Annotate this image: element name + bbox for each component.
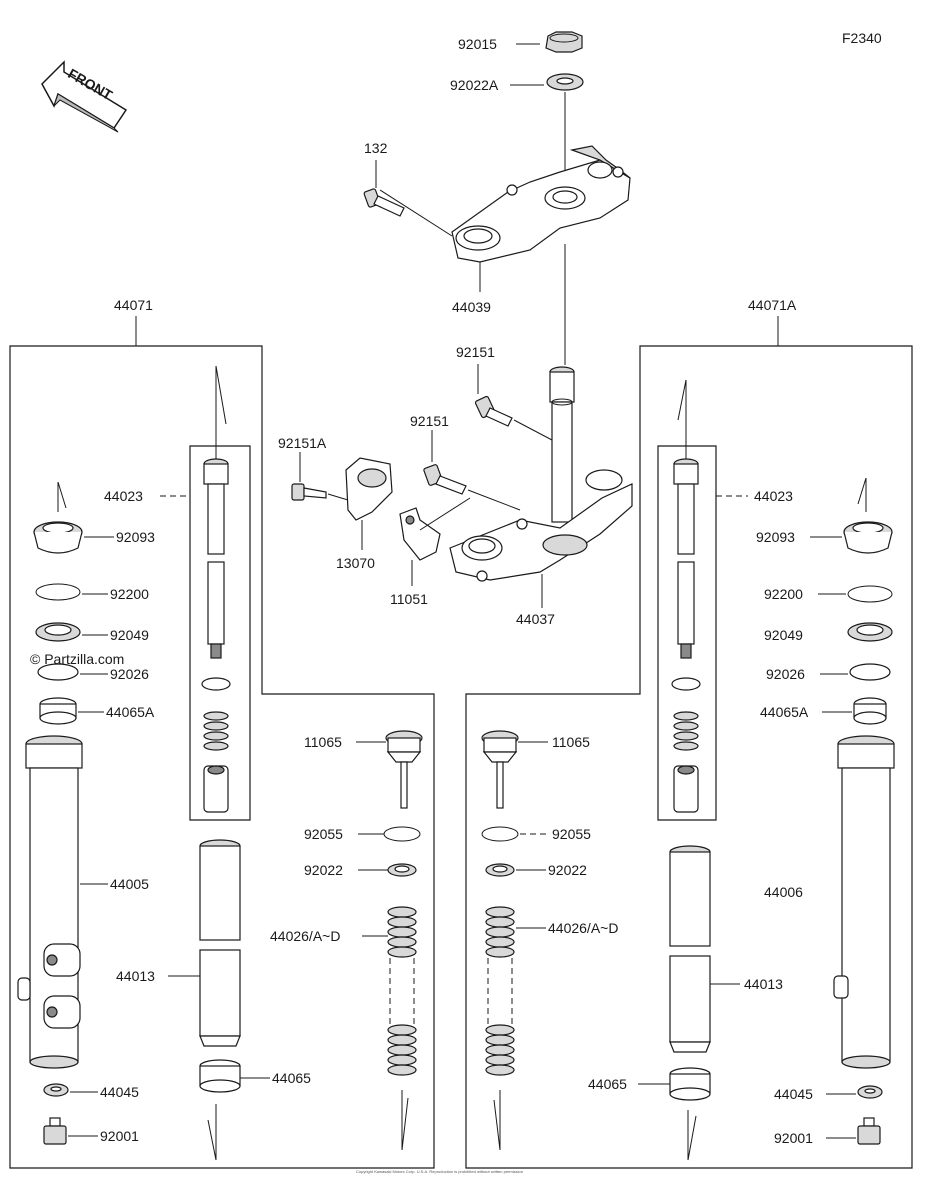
oil-seal-92049-right [847,622,893,642]
label-92151-top: 92151 [456,344,495,360]
left-fork-box [9,345,435,1169]
label-44026-left: 44026/A~D [270,928,340,944]
label-44045-left: 44045 [100,1084,139,1100]
outer-tube-44006 [833,735,895,1069]
label-92015: 92015 [458,36,497,52]
label-44013-left: 44013 [116,968,155,984]
fork-cap-11065-right [481,730,519,809]
outer-tube-44005 [17,735,83,1069]
label-44065A-right: 44065A [760,704,809,720]
o-ring-92055-left [383,826,421,842]
bolt-92151-mid [423,464,467,495]
washer-92022-right [485,863,515,877]
washer-44045-right [857,1085,883,1099]
washer-92022-left [387,863,417,877]
washer-44045-left [43,1083,69,1097]
bushing-44065-left [199,1059,241,1093]
label-92022-left: 92022 [304,862,343,878]
upper-triple-clamp-44039 [451,145,631,263]
left-cartridge-box [189,445,251,821]
label-132: 132 [364,140,388,156]
snap-ring-92200-right [847,585,893,603]
footer-copyright: Copyright Kawasaki Motors Corp. U.S.A. R… [356,1169,523,1174]
label-44026-right: 44026/A~D [548,920,618,936]
bolt-92151-top [474,395,513,427]
right-cartridge-box [657,445,717,821]
label-11065-right: 11065 [552,734,590,750]
damper-rod-left [203,458,229,659]
label-92151-mid: 92151 [410,413,449,429]
bushing-44065A-right [853,697,887,725]
piston-left [203,765,229,813]
label-92049-right: 92049 [764,627,803,643]
inner-tube-44013-right [669,845,711,1053]
watermark: © Partzilla.com [30,651,124,667]
label-92022-right: 92022 [548,862,587,878]
label-44071: 44071 [114,297,153,313]
label-92049-left: 92049 [110,627,149,643]
label-44023-right: 44023 [754,488,793,504]
label-44065-left: 44065 [272,1070,311,1086]
lower-triple-clamp-44037 [449,469,633,582]
snap-ring-92200-left [35,583,81,601]
damper-rod-right [673,458,699,659]
label-92151A: 92151A [278,435,327,451]
label-11051: 11051 [390,591,428,607]
washer-92026-right [849,663,891,681]
inner-tube-44013-left [199,839,241,1047]
bushing-44065-right [669,1067,711,1101]
label-92001-left: 92001 [100,1128,139,1144]
label-92200-left: 92200 [110,586,149,602]
label-92200-right: 92200 [764,586,803,602]
clip-left [201,677,231,691]
label-44065-right: 44065 [588,1076,627,1092]
plate-11051 [399,507,441,561]
label-92026-right: 92026 [766,666,805,682]
label-44013-right: 44013 [744,976,783,992]
clip-right [671,677,701,691]
label-92093-right: 92093 [756,529,795,545]
label-92093-left: 92093 [116,529,155,545]
label-44023-left: 44023 [104,488,143,504]
washer-92026-left [37,663,79,681]
piston-right [673,765,699,813]
label-44065A-left: 44065A [106,704,155,720]
label-44005: 44005 [110,876,149,892]
front-arrow-icon: FRONT [41,60,128,133]
label-92001-right: 92001 [774,1130,813,1146]
bolt-92001-right [857,1117,881,1145]
diagram-id: F2340 [842,30,882,46]
steering-stem [549,366,575,523]
spring-small-left [203,711,229,751]
bushing-44065A-left [39,697,77,725]
label-92022A: 92022A [450,77,499,93]
bolt-132 [363,188,405,217]
bolt-92001-left [43,1117,67,1145]
fork-cap-11065-left [385,730,423,809]
bracket-13070 [345,457,393,521]
oil-seal-92049-left [35,622,81,642]
spring-44026-left [387,906,417,1076]
nut-92015 [545,31,583,53]
spring-small-right [673,711,699,751]
label-13070: 13070 [336,555,375,571]
dust-seal-92093-right [843,521,893,554]
right-fork-box [465,345,913,1169]
bolt-92151A [291,483,327,501]
label-44006: 44006 [764,884,803,900]
label-44037: 44037 [516,611,555,627]
label-92026-left: 92026 [110,666,149,682]
label-44071A: 44071A [748,297,797,313]
o-ring-92055-right [481,826,519,842]
spring-44026-right [485,906,515,1076]
washer-92022A [546,73,584,91]
dust-seal-92093-left [33,521,83,554]
label-11065-left: 11065 [304,734,342,750]
label-44039: 44039 [452,299,491,315]
label-92055-right: 92055 [552,826,591,842]
label-44045-right: 44045 [774,1086,813,1102]
label-92055-left: 92055 [304,826,343,842]
